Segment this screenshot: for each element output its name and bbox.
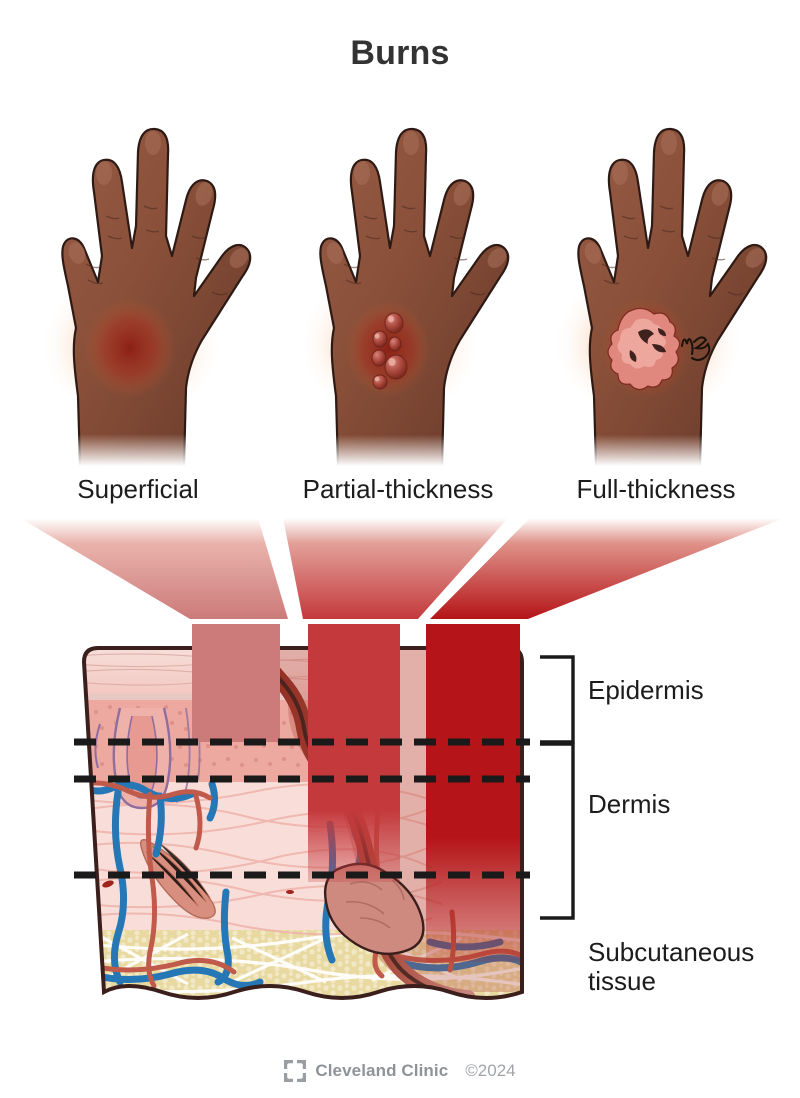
hand-shape	[572, 127, 768, 466]
fingernails	[326, 131, 507, 268]
fingernails	[584, 131, 765, 268]
depth-bar-full	[426, 624, 520, 962]
layer-label-epidermis: Epidermis	[588, 675, 704, 705]
bracket-dermis	[540, 742, 575, 920]
funnel-full	[430, 518, 784, 619]
layer-label-dermis: Dermis	[588, 789, 671, 819]
blisters	[371, 312, 408, 390]
burn-type-captions: Superficial Partial-thickness Full-thick…	[0, 474, 800, 514]
full-thickness-burn-hand	[524, 96, 786, 466]
depth-funnels	[0, 516, 800, 626]
caption-partial-thickness: Partial-thickness	[302, 474, 494, 504]
knuckle-creases	[343, 205, 486, 296]
skin-cross-section	[0, 612, 800, 1032]
eschar-wound	[607, 307, 681, 391]
knuckle-creases	[601, 205, 744, 296]
footer-attribution: Cleveland Clinic ©2024	[0, 1060, 800, 1082]
copyright-text: ©2024	[465, 1061, 516, 1080]
superficial-burn-hand	[16, 96, 278, 466]
funnel-partial	[283, 518, 508, 619]
hand-shape	[56, 127, 252, 466]
char-marks	[629, 328, 666, 362]
hand-shape	[314, 127, 510, 466]
cleveland-clinic-logo	[284, 1060, 307, 1082]
bracket-epidermis	[540, 655, 575, 744]
burn-area	[84, 298, 176, 398]
caption-full-thickness: Full-thickness	[576, 474, 736, 504]
layer-label-subcutaneous: Subcutaneous tissue	[588, 937, 755, 997]
funnel-superficial	[20, 518, 288, 619]
knuckle-creases	[85, 205, 228, 296]
fingernails	[68, 131, 249, 268]
layer-boundary-lines	[74, 738, 530, 879]
brand-name: Cleveland Clinic	[315, 1061, 449, 1080]
caption-superficial: Superficial	[77, 474, 199, 504]
artist-signature	[681, 336, 711, 361]
page-title: Burns	[350, 34, 450, 72]
burn-area	[346, 301, 430, 397]
layer-brackets	[540, 655, 575, 920]
depth-bar-superficial	[192, 624, 280, 742]
partial-thickness-burn-hand	[268, 96, 530, 466]
hand-figures-row	[0, 96, 800, 466]
depth-bar-partial	[308, 624, 400, 882]
